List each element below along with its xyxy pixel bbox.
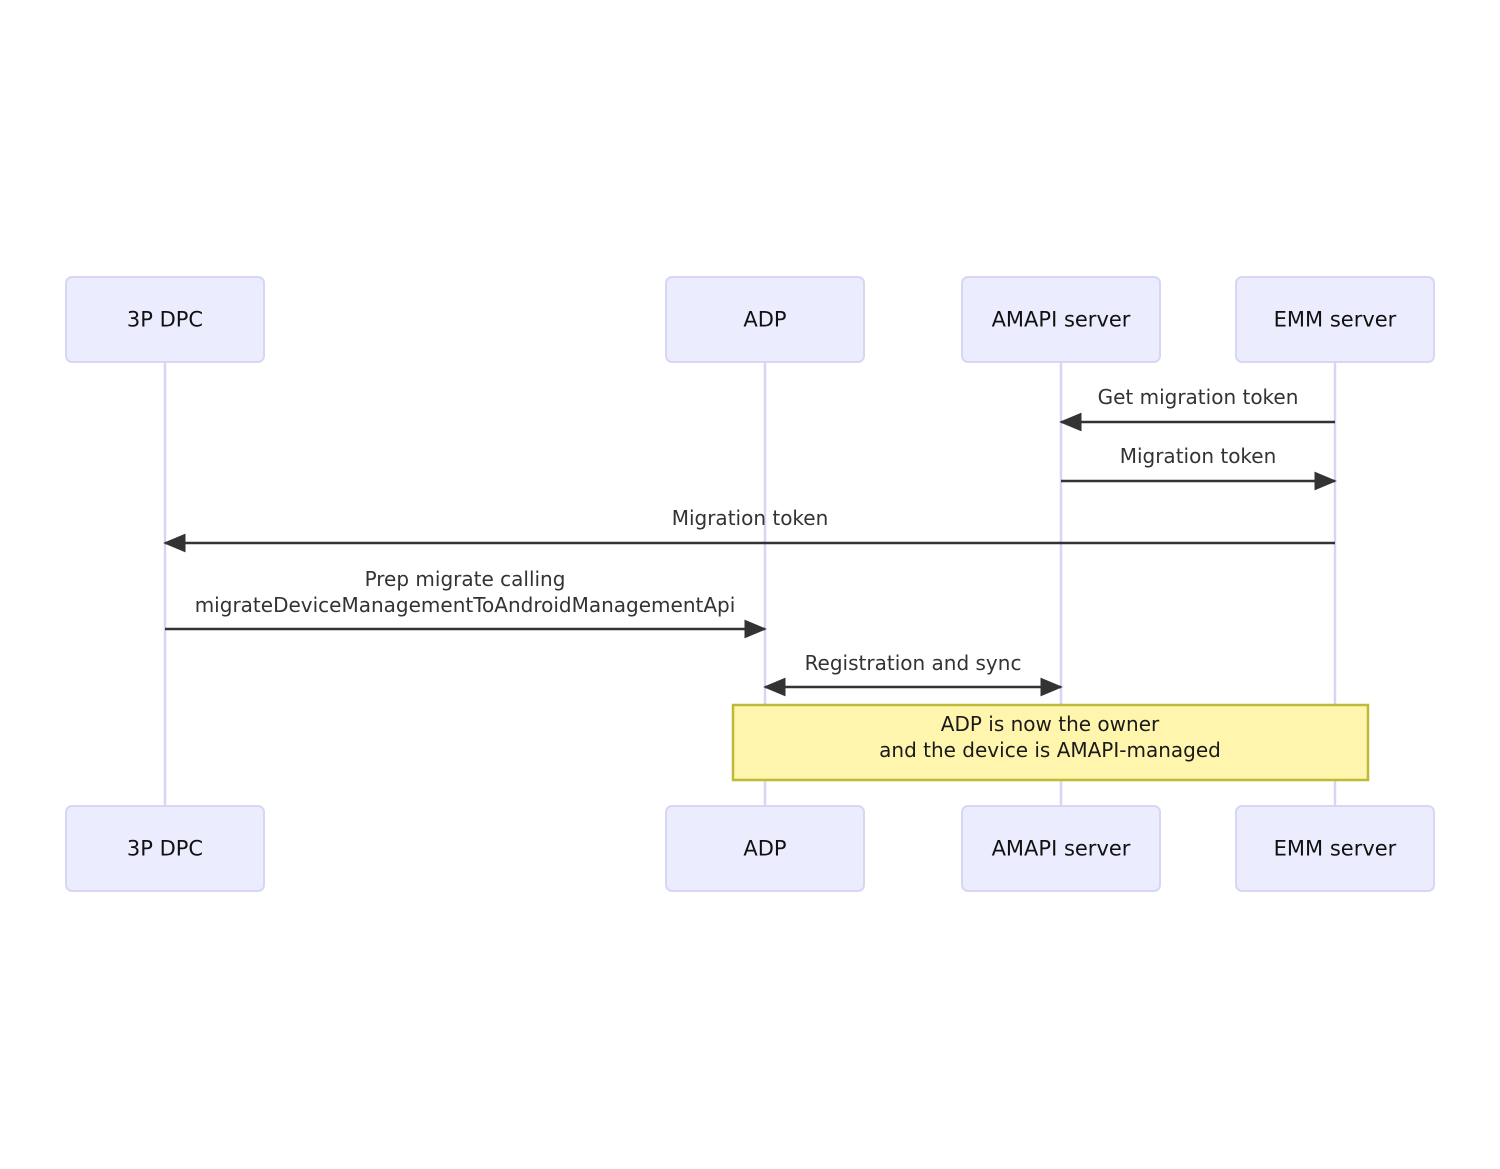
note-box <box>731 703 1370 782</box>
actor-label-emm: EMM server <box>1274 837 1397 861</box>
message-m4: Prep migrate callingmigrateDeviceManagem… <box>165 567 767 639</box>
actor-label-adp: ADP <box>743 837 786 861</box>
actor-adp-bottom[interactable]: ADP <box>665 805 865 892</box>
message-label-m1: Get migration token <box>1098 385 1299 409</box>
actor-emm-top[interactable]: EMM server <box>1235 276 1435 363</box>
actor-box-dpc[interactable] <box>65 276 265 363</box>
actor-adp-top[interactable]: ADP <box>665 276 865 363</box>
actor-box-dpc[interactable] <box>65 805 265 892</box>
actor-box-emm[interactable] <box>1235 276 1435 363</box>
actor-amapi-top[interactable]: AMAPI server <box>961 276 1161 363</box>
message-m2: Migration token <box>1061 444 1337 491</box>
message-label-m3: Migration token <box>672 506 829 530</box>
actor-label-adp: ADP <box>743 308 786 332</box>
actor-label-amapi: AMAPI server <box>992 837 1131 861</box>
actor-label-amapi: AMAPI server <box>992 308 1131 332</box>
message-m5: Registration and sync <box>763 651 1063 697</box>
actors-bottom-group: 3P DPC ADP AMAPI server EMM server <box>65 805 1435 892</box>
message-m3: Migration token <box>163 506 1335 553</box>
message-label-m4: Prep migrate calling <box>365 567 566 591</box>
actor-box-amapi[interactable] <box>961 805 1161 892</box>
actor-emm-bottom[interactable]: EMM server <box>1235 805 1435 892</box>
message-label-m5: Registration and sync <box>805 651 1022 675</box>
message-m1: Get migration token <box>1059 385 1335 432</box>
note-text-line: ADP is now the owner <box>941 712 1160 736</box>
actor-box-amapi[interactable] <box>961 276 1161 363</box>
actor-box-adp[interactable] <box>665 805 865 892</box>
note-text-line: and the device is AMAPI-managed <box>879 738 1221 762</box>
actor-amapi-bottom[interactable]: AMAPI server <box>961 805 1161 892</box>
actor-dpc-top[interactable]: 3P DPC <box>65 276 265 363</box>
actor-label-dpc: 3P DPC <box>127 837 203 861</box>
message-label-m2: Migration token <box>1120 444 1277 468</box>
actor-dpc-bottom[interactable]: 3P DPC <box>65 805 265 892</box>
actor-label-emm: EMM server <box>1274 308 1397 332</box>
actor-box-emm[interactable] <box>1235 805 1435 892</box>
actor-label-dpc: 3P DPC <box>127 308 203 332</box>
actors-top-group: 3P DPC ADP AMAPI server EMM server <box>65 276 1435 363</box>
message-label-m4: migrateDeviceManagementToAndroidManageme… <box>195 593 736 617</box>
actor-box-adp[interactable] <box>665 276 865 363</box>
